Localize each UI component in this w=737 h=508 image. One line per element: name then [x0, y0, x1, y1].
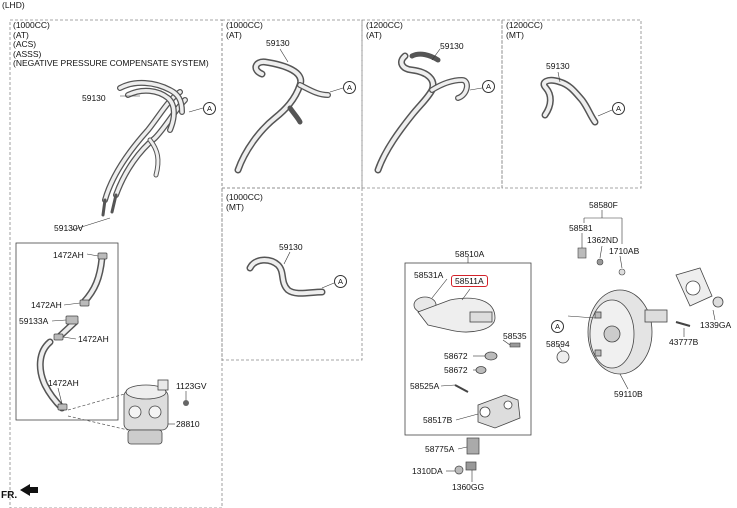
box5-header: (1000CC) (MT) [226, 192, 263, 212]
pin-1362nd [596, 258, 604, 266]
frame-1000cc-mt [221, 187, 363, 361]
part-label: 58525A [410, 381, 440, 391]
ref-a-circle-b4: A [612, 102, 625, 115]
part-label: 58580F [589, 200, 618, 210]
part-label: 1362ND [587, 235, 619, 245]
box4-header: (1200CC) (MT) [506, 20, 543, 40]
part-label: 58531A [414, 270, 444, 280]
ref-a-circle-b3: A [482, 80, 495, 93]
hose-59130-b1 [101, 80, 188, 217]
clevis-58581 [577, 247, 587, 259]
part-label: 58510A [455, 249, 485, 259]
part-label: 1472AH [48, 378, 79, 388]
part-label: 58775A [425, 444, 455, 454]
pin-43777b [675, 321, 691, 327]
hose-clamps [53, 252, 108, 411]
gasket-58594 [556, 350, 570, 364]
front-direction-label: FR. [1, 490, 18, 501]
part-label: 58672 [444, 365, 468, 375]
hose-59130-b4 [540, 76, 599, 126]
frame-1000cc-at-nps [9, 19, 223, 508]
hose-kit-frame [15, 242, 119, 421]
fr-arrow-icon [20, 484, 38, 496]
ref-a-circle-b1: A [203, 102, 216, 115]
part-label: 58594 [546, 339, 570, 349]
part-label: 59130V [54, 223, 84, 233]
part-label: 43777B [669, 337, 699, 347]
vacuum-pump-28810 [123, 379, 169, 445]
booster-59110b [587, 289, 668, 375]
pin-58525a [454, 384, 469, 393]
nut-1339ga [712, 296, 724, 308]
part-label: 1360GG [452, 482, 485, 492]
part-label: 1123GV [176, 381, 207, 391]
part-label: 1310DA [412, 466, 443, 476]
hose-59130-b2 [234, 58, 331, 174]
nut-1310da [454, 465, 464, 475]
part-label: 58672 [444, 351, 468, 361]
part-label: 59130 [82, 93, 106, 103]
bolt-1123gv [183, 400, 189, 406]
bolt-58535 [509, 342, 521, 348]
clip-1710ab [618, 268, 626, 276]
ref-a-circle-booster: A [551, 320, 564, 333]
part-label: 59130 [266, 38, 290, 48]
part-label: 58581 [569, 223, 593, 233]
hose-59130-b5 [246, 256, 326, 297]
grommets-58672 [475, 351, 498, 374]
frame-1200cc-mt [501, 19, 642, 189]
reservoir-58511a [413, 296, 496, 333]
part-label: 59130 [440, 41, 464, 51]
valve-58775a [466, 437, 480, 455]
part-label: 59110B [614, 389, 643, 399]
part-label: 1472AH [78, 334, 109, 344]
part-label: 58535 [503, 331, 527, 341]
ref-a-circle-b2: A [343, 81, 356, 94]
ref-a-circle-b5: A [334, 275, 347, 288]
part-label: 59133A [19, 316, 49, 326]
booster-leaders [557, 210, 716, 390]
frame-1200cc-at [361, 19, 503, 189]
mc-leaders [431, 257, 511, 482]
part-label: 28810 [176, 419, 200, 429]
part-label: 59130 [546, 61, 570, 71]
hose-kit-leaders [51, 253, 99, 405]
nut-1360gg [465, 461, 477, 471]
part-label: 58517B [423, 415, 453, 425]
highlighted-part-label[interactable]: 58511A [451, 275, 488, 287]
box3-header: (1200CC) (AT) [366, 20, 403, 40]
gasket-plate [675, 267, 713, 307]
section-frames [9, 19, 642, 508]
box2-header: (1000CC) (AT) [226, 20, 263, 40]
part-label: 1472AH [53, 250, 84, 260]
part-label: 59130 [279, 242, 303, 252]
hose-59130-b3 [374, 51, 470, 174]
box1-header: (1000CC) (AT) (ACS) (ASSS) (NEGATIVE PRE… [13, 20, 209, 69]
master-cylinder-58517b [477, 394, 521, 429]
part-label: 1339GA [700, 320, 732, 330]
part-label: 1472AH [31, 300, 62, 310]
lhd-label: (LHD) [2, 0, 25, 10]
part-label: 1710AB [609, 246, 640, 256]
